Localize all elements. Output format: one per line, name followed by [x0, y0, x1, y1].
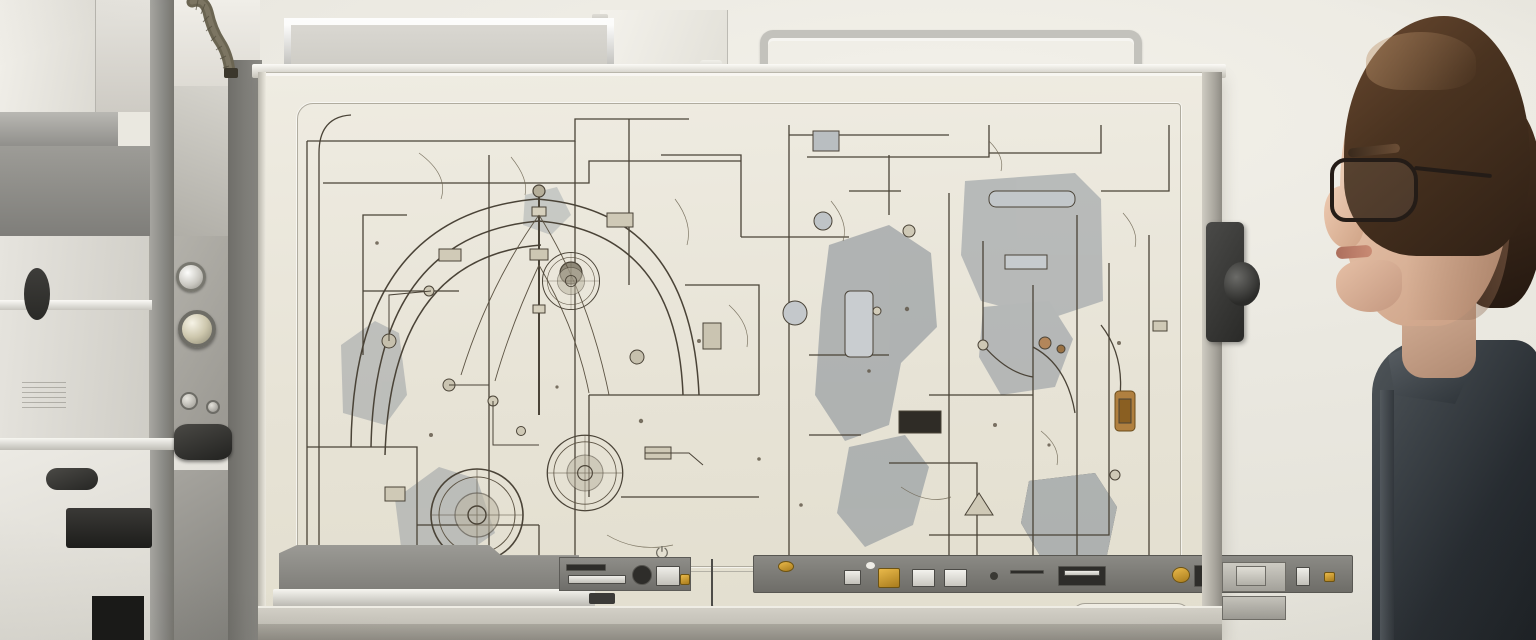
io-cluster-left [559, 557, 691, 591]
machine-vent-slot [24, 268, 50, 320]
status-led [866, 562, 875, 569]
machine-upper-housing [0, 0, 96, 120]
console-tray-tab[interactable] [589, 593, 615, 604]
console-tray-rail[interactable] [273, 589, 595, 607]
port-rj45-1[interactable] [912, 569, 935, 587]
machine-shelf-edge [0, 112, 118, 148]
industrial-machine-assembly [0, 0, 290, 640]
port-dsub[interactable] [1296, 567, 1310, 586]
schematic-frame [297, 103, 1181, 567]
observer [1296, 10, 1536, 640]
chin [1336, 260, 1402, 312]
machine-spec-label [22, 382, 66, 408]
machine-knob-small-b[interactable] [206, 400, 220, 414]
console-divider [279, 571, 1201, 572]
port-card-insert [1064, 570, 1100, 576]
shirt-placket [1380, 390, 1394, 640]
right-drawer-lower[interactable] [1222, 596, 1286, 620]
port-slot-thin [1010, 570, 1044, 574]
machine-shelf-highlight-lower [0, 438, 214, 450]
hair-highlight [1366, 32, 1476, 90]
io-bracket [711, 559, 753, 611]
machine-dark-recess [92, 596, 144, 640]
handle-right[interactable] [760, 30, 1142, 82]
port-power-inlet[interactable] [878, 568, 900, 588]
console-left-edge [258, 72, 266, 640]
disc-lens [1224, 262, 1260, 306]
machine-dark-slot [66, 508, 152, 548]
port-usb-a-1[interactable] [844, 570, 861, 585]
machine-upper-block [96, 0, 158, 112]
right-drawer-insert [1236, 566, 1266, 586]
port-rj45-2[interactable] [944, 569, 967, 587]
machine-knob-small-a[interactable] [180, 392, 198, 410]
port-gold-small [1324, 572, 1335, 582]
io-round-port[interactable] [632, 565, 652, 585]
flex-conduit-icon [186, 0, 238, 78]
glasses-icon [1330, 158, 1418, 222]
led-indicator-a [990, 572, 998, 580]
port-bnc-gold-right[interactable] [1172, 567, 1190, 583]
machine-black-knob[interactable] [46, 468, 98, 490]
machine-rear-column [228, 60, 262, 640]
port-card-slot[interactable] [1058, 566, 1106, 586]
machine-dial-upper[interactable] [176, 262, 206, 292]
io-card-slot[interactable] [568, 575, 626, 584]
machine-front-face [0, 236, 150, 448]
lips [1335, 244, 1373, 260]
machine-vertical-column [150, 0, 174, 640]
io-slot-a [566, 564, 606, 571]
io-gold-tab [680, 574, 690, 585]
machine-dial-main[interactable] [178, 310, 216, 348]
machine-shelf-highlight [0, 300, 152, 310]
port-bnc-gold-left[interactable] [778, 561, 794, 572]
machine-black-handle[interactable] [174, 424, 232, 460]
console-right-edge [1202, 72, 1222, 640]
io-module [656, 566, 680, 586]
console-base-shadow [258, 624, 1222, 640]
schematic-console: ⏻ [258, 72, 1429, 640]
schematic-drawing [306, 114, 1170, 565]
